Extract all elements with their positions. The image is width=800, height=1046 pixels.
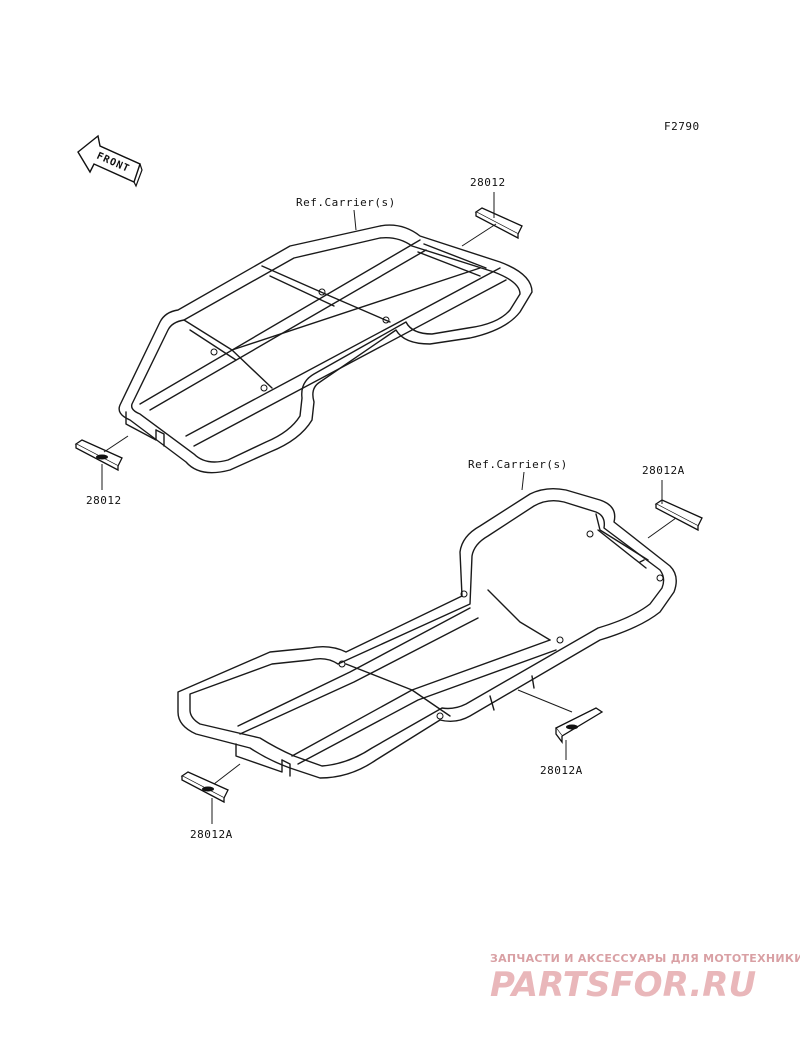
rear-right-reflector-part-no: 28012A	[540, 764, 583, 777]
front-front-reflector-part-no: 28012	[86, 494, 122, 507]
rear-side-reflector-part-no: 28012A	[642, 464, 685, 477]
front-carrier-ref-label: Ref.Carrier(s)	[296, 196, 396, 209]
front-carrier	[118, 224, 533, 474]
front-front-reflector	[74, 439, 123, 472]
front-rear-reflector-part-no: 28012	[470, 176, 506, 189]
rear-right-reflector	[555, 707, 604, 744]
rear-carrier	[177, 487, 677, 779]
rear-left-reflector-part-no: 28012A	[190, 828, 233, 841]
front-arrow-icon: FRONT	[77, 134, 143, 188]
front-rear-reflector	[474, 207, 523, 240]
watermark-logo: PARTSFOR.RU	[490, 965, 756, 1005]
rear-left-reflector	[180, 771, 229, 804]
rear-carrier-ref-label: Ref.Carrier(s)	[468, 458, 568, 471]
watermark-tagline: ЗАПЧАСТИ И АКСЕССУАРЫ ДЛЯ МОТОТЕХНИКИ	[490, 952, 800, 965]
rear-side-reflector	[654, 499, 703, 532]
figure-code: F2790	[664, 120, 700, 133]
watermark: ЗАПЧАСТИ И АКСЕССУАРЫ ДЛЯ МОТОТЕХНИКИ PA…	[490, 952, 800, 1005]
